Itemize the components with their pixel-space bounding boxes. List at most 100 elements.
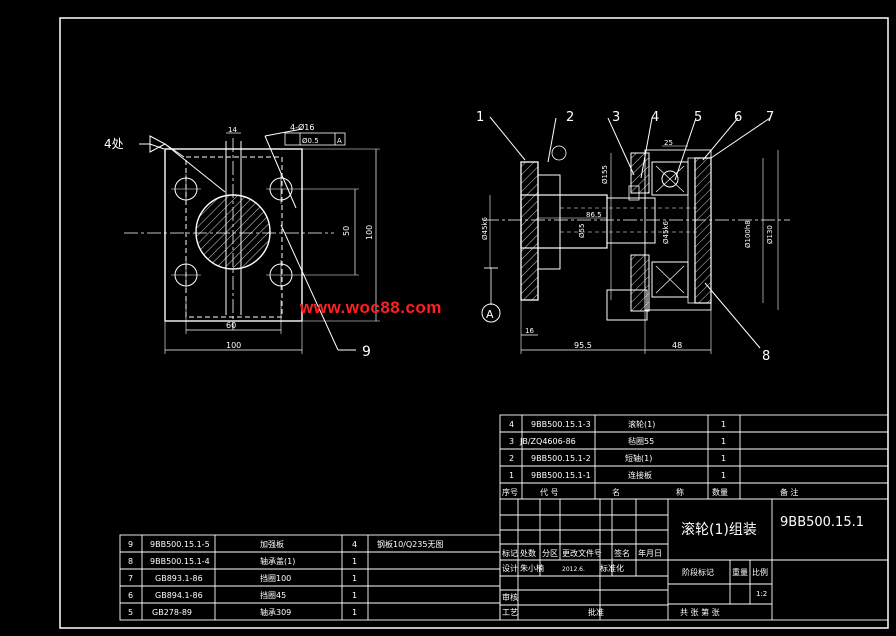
shaft-shoulder [537,174,561,270]
datum-ref: A [337,137,342,145]
drawing-title: 滚轮(1)组装 [681,521,757,538]
row2-code: 9BB500.15.1-2 [531,454,591,463]
shaft-section [195,194,271,270]
row5-no: 5 [128,608,133,617]
detail-circle [551,145,567,161]
row9-note: 钢板10/Q235无图 [377,539,443,549]
process-label: 工艺 [502,608,518,617]
date-label: 年月日 [638,548,662,558]
row3-qty: 1 [721,437,726,446]
row6-no: 6 [128,591,133,600]
balloon-1: 1 [476,110,484,125]
drawing-border [59,17,889,629]
row2-no: 2 [509,454,514,463]
header-name-2: 称 [676,487,684,497]
balloon-7: 7 [766,110,774,125]
dim-48: 48 [672,341,682,350]
watermark: www.woc88.com [300,298,442,317]
datum-a: A [486,308,494,321]
row8-code: 9BB500.15.1-4 [150,557,210,566]
row3-code: JB/ZQ4606-86 [519,437,576,446]
row1-code: 9BB500.15.1-1 [531,471,591,480]
left-view [124,128,380,354]
main-view [481,116,790,354]
parts-list-lower [119,534,501,621]
row2-qty: 1 [721,454,726,463]
header-qty: 数量 [712,487,728,497]
stage-mark-label: 阶段标记 [682,567,714,577]
balloon-9: 9 [362,344,371,360]
dim-155: Ø155 [601,165,609,184]
dim-100-vertical: 100 [365,225,374,240]
dim-55: Ø55 [578,224,586,238]
bearing-ball-upper [661,170,679,188]
row7-name: 挡圈100 [260,573,291,583]
row8-name: 轴承盖(1) [260,556,295,566]
row4-code: 9BB500.15.1-3 [531,420,591,429]
felt-seal [628,185,640,201]
dim-45k6-left: Ø45k6 [481,217,489,240]
change-doc-label: 更改文件号 [562,548,602,558]
row8-qty: 1 [352,557,357,566]
scale-label: 比例 [752,567,768,577]
left-view-text: 4处 4-Ø16 Ø0.5 A 14 50 100 60 100 9 [104,122,374,360]
balloon-4: 4 [651,110,659,125]
row9-name: 加强板 [260,539,284,549]
shaft-bearing-seat [606,197,656,244]
title-block [499,498,889,621]
tolerance-frame [284,132,346,146]
balloon-6: 6 [734,110,742,125]
dim-50: 50 [342,226,351,236]
row6-qty: 1 [352,591,357,600]
row6-code: GB894.1-86 [155,591,203,600]
header-no: 序号 [502,487,518,497]
balloon-2: 2 [566,110,574,125]
roller-upper [630,152,650,194]
dim-95-5: 95.5 [574,341,592,350]
bearing-cover [694,157,712,304]
zone-label: 分区 [542,549,558,558]
row9-qty: 4 [352,540,357,549]
sheets-label: 共 张 第 张 [680,607,720,617]
header-name: 名 [612,487,620,497]
roller-lower [630,254,650,312]
position-tol: Ø0.5 [302,137,319,145]
hole-spec: 4-Ø16 [290,122,314,132]
parts-list-lower-text: 9 9BB500.15.1-5 加强板 4 钢板10/Q235无图 8 9BB5… [128,539,443,617]
standardize-label: 标准化 [600,563,624,573]
row4-no: 4 [509,420,514,429]
hidden-outline [185,156,283,318]
dim-60: 60 [226,321,236,330]
count-label: 处数 [520,548,536,558]
weight-label: 重量 [732,567,748,577]
parts-list-upper-text: 4 9BB500.15.1-3 滚轮(1) 1 3 JB/ZQ4606-86 毡… [502,419,799,497]
title-block-text: 滚轮(1)组装 9BB500.15.1 标记 处数 分区 更改文件号 签名 年月… [502,515,864,617]
design-date: 2012.6. [562,566,585,573]
datum-a-circle [481,303,501,323]
row7-code: GB893.1-86 [155,574,203,583]
dim-16: 16 [525,327,534,335]
review-label: 审核 [502,592,518,602]
row3-no: 3 [509,437,514,446]
row5-qty: 1 [352,608,357,617]
balloon-8: 8 [762,349,770,364]
plate-outline [164,148,303,322]
roller-hub [606,289,648,321]
dim-100-horizontal: 100 [226,341,241,350]
row7-qty: 1 [352,574,357,583]
mark-label: 标记 [502,548,518,558]
row1-qty: 1 [721,471,726,480]
dim-45k6: Ø45k6 [662,221,670,244]
row4-qty: 1 [721,420,726,429]
scale-value: 1:2 [756,590,767,598]
row4-name: 滚轮(1) [628,419,655,429]
row5-code: GB278-89 [152,608,192,617]
drawing-number: 9BB500.15.1 [780,515,864,530]
row5-name: 轴承309 [260,607,291,617]
row7-no: 7 [128,574,133,583]
row1-name: 连接板 [628,470,652,480]
row9-code: 9BB500.15.1-5 [150,540,210,549]
sign-label: 签名 [614,548,630,558]
